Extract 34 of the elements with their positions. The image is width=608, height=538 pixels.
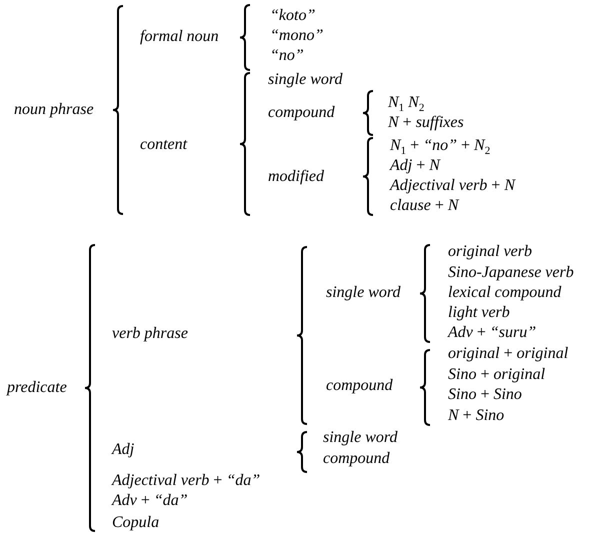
category-label: Adjectival verb + “da” <box>112 472 260 490</box>
category-label: “koto” <box>270 7 316 25</box>
category-label: original verb <box>448 243 532 261</box>
category-label: Sino + original <box>448 366 546 384</box>
category-label: Adv + “suru” <box>448 324 536 342</box>
category-label: N$_{1}$ N$_{2}$ <box>388 94 424 112</box>
category-label: noun phrase <box>14 101 94 119</box>
category-label: “no” <box>270 47 304 65</box>
category-label: light verb <box>448 304 510 322</box>
category-label: Adv + “da” <box>112 492 188 510</box>
category-label: single word <box>323 429 398 447</box>
category-label: Sino + Sino <box>448 386 522 404</box>
category-label: N + Sino <box>448 407 504 425</box>
category-label: N + suffixes <box>388 114 464 132</box>
category-label: predicate <box>7 379 67 397</box>
category-label: single word <box>268 71 343 89</box>
category-label: content <box>140 136 188 154</box>
category-label: Adj <box>112 441 134 459</box>
category-label: single word <box>326 284 401 302</box>
category-label: original + original <box>448 345 568 363</box>
category-label: compound <box>268 104 335 122</box>
category-label: “mono” <box>270 27 324 45</box>
category-label: compound <box>323 450 390 468</box>
category-label: Adjectival verb + N <box>390 177 515 195</box>
category-label: clause + N <box>390 197 459 215</box>
category-label: modified <box>268 168 324 186</box>
category-label: verb phrase <box>112 325 188 343</box>
category-label: Copula <box>112 514 160 532</box>
category-label: Sino-Japanese verb <box>448 264 574 282</box>
category-label: lexical compound <box>448 284 562 302</box>
category-label: compound <box>326 377 393 395</box>
category-label: Adj + N <box>390 157 440 175</box>
category-label: N$_{1}$ + “no” + N$_{2}$ <box>390 137 490 155</box>
category-label: formal noun <box>140 28 219 46</box>
